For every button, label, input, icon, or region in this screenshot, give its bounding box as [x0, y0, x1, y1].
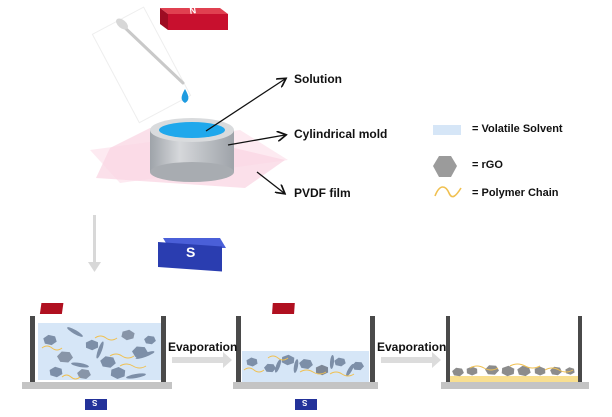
polymer-chain	[94, 335, 118, 341]
stage-1-n-label: N	[91, 301, 97, 310]
label-cylindrical-mold: Cylindrical mold	[294, 127, 388, 141]
label-solution: Solution	[294, 72, 342, 86]
legend-polymer-wave	[434, 186, 462, 198]
polymer-chain	[469, 365, 499, 371]
evaporation-arrow-1	[172, 352, 232, 368]
stage-1-container	[22, 316, 172, 389]
rgo-flake	[77, 369, 91, 379]
pipette-icon	[91, 6, 192, 124]
rgo-flake-dry	[466, 366, 478, 376]
cylindrical-mold	[150, 118, 234, 182]
magnet-n-stage-1	[39, 303, 64, 314]
rgo-flake	[43, 334, 57, 346]
magnet-s-stage-2	[295, 399, 317, 410]
rgo-flake	[110, 367, 126, 379]
rgo-flake	[246, 357, 258, 367]
rgo-flake-edge	[71, 362, 89, 368]
rgo-flake-edge	[67, 327, 83, 337]
stage-2-s-label: S	[302, 398, 308, 407]
rgo-flake-edge	[96, 341, 104, 359]
rgo-flake-edge	[274, 359, 282, 373]
legend-rgo-hexagon	[433, 156, 457, 177]
rgo-flake	[299, 359, 313, 369]
rgo-flake	[121, 329, 135, 341]
stage-2-n-label: N	[301, 301, 307, 310]
rgo-flake	[49, 366, 63, 378]
polymer-chain	[544, 367, 574, 373]
callout-arrow-mold	[227, 135, 285, 146]
polymer-chain	[109, 353, 135, 359]
legend-solvent-label: = Volatile Solvent	[472, 123, 563, 135]
callout-arrow-solution	[205, 79, 285, 132]
rgo-flake	[57, 351, 73, 363]
magnet-s-stage-1	[85, 399, 107, 410]
legend-solvent-swatch	[433, 125, 461, 135]
rgo-flake-dry	[517, 365, 531, 377]
stage-3-rgo-flakes	[452, 363, 575, 377]
down-arrow-icon	[88, 215, 101, 272]
rgo-flake-dry	[534, 366, 546, 376]
magnet-s-label: S	[186, 244, 195, 260]
rgo-flake	[281, 354, 295, 366]
magnet-n-stage-2	[272, 303, 295, 314]
polymer-chain	[61, 374, 81, 380]
evaporation-label-2: Evaporation	[377, 340, 447, 354]
magnet-n-top	[160, 8, 228, 30]
legend-polymer-label: = Polymer Chain	[472, 187, 559, 199]
rgo-flake-edge	[135, 351, 155, 359]
polymer-chain	[329, 371, 355, 377]
rgo-flake-edge	[329, 355, 335, 369]
legend-rgo-label: = rGO	[472, 159, 503, 171]
stage-2-rgo-flakes	[243, 354, 364, 377]
svg-text:N: N	[189, 5, 197, 16]
polymer-chain	[41, 345, 63, 351]
stage-1-s-label: S	[92, 398, 98, 407]
rgo-flake	[100, 356, 116, 368]
stage-2-container	[233, 316, 378, 389]
magnet-s-middle	[158, 238, 226, 272]
rgo-flake-edge	[346, 363, 354, 377]
polymer-chain	[299, 369, 327, 375]
rgo-flake	[264, 363, 276, 373]
polymer-chain	[509, 363, 541, 369]
rgo-flake-dry	[452, 367, 464, 377]
stage-3-container	[441, 316, 589, 389]
evaporation-label-1: Evaporation	[168, 340, 238, 354]
rgo-flake	[334, 357, 346, 367]
label-pvdf-film: PVDF film	[294, 186, 351, 200]
rgo-flake-dry	[501, 365, 515, 377]
polymer-chain	[267, 355, 289, 361]
callout-arrow-film	[256, 171, 284, 193]
rgo-flake	[352, 361, 364, 371]
water-drop-icon	[181, 89, 189, 103]
polymer-chain	[119, 363, 147, 369]
polymer-chain	[243, 367, 265, 373]
rgo-flake	[144, 335, 156, 345]
stage-1-rgo-flakes	[41, 327, 156, 380]
rgo-flake	[85, 339, 99, 351]
evaporation-arrow-2	[381, 352, 441, 368]
rgo-flake-edge	[126, 373, 146, 379]
rgo-flake-edge	[293, 359, 299, 373]
rgo-flake-dry	[550, 366, 562, 376]
